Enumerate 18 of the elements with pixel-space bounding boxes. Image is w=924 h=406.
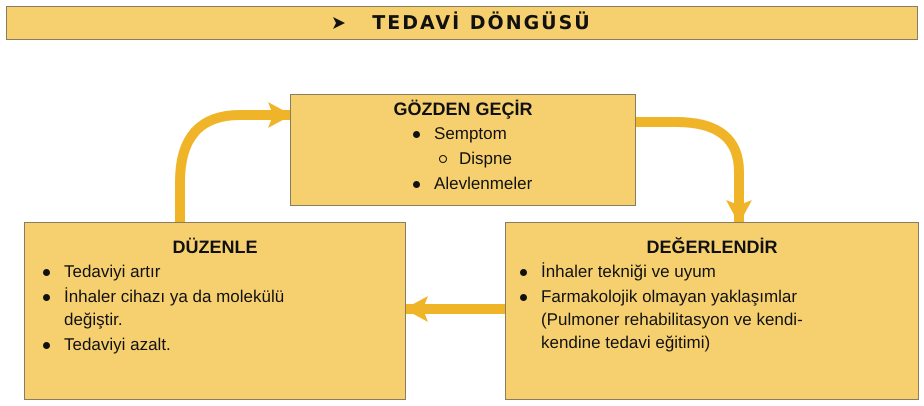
title: TEDAVİ DÖNGÜSÜ bbox=[372, 12, 592, 34]
arrow bbox=[636, 117, 752, 224]
list-item: Farmakolojik olmayan yaklaşımlar (Pulmoner rehabilitasyon ve kendi-kendine tedavi eğitimi) bbox=[541, 286, 804, 354]
list-item: Tedaviyi artır bbox=[64, 261, 160, 283]
arrow bbox=[175, 102, 292, 222]
process-box bbox=[24, 222, 406, 400]
box-heading: DEĞERLENDİR bbox=[645, 237, 778, 258]
process-box bbox=[290, 94, 636, 206]
list-item: İnhaler tekniği ve uyum bbox=[541, 261, 716, 283]
box-heading: GÖZDEN GEÇİR bbox=[392, 99, 534, 120]
arrow bbox=[404, 296, 505, 322]
list-item: İnhaler cihazı ya da molekülü değiştir. bbox=[64, 286, 286, 331]
list-item: Semptom bbox=[434, 123, 507, 145]
process-box bbox=[505, 222, 919, 400]
list-item: Alevlenmeler bbox=[434, 173, 532, 195]
list-item: Tedaviyi azalt. bbox=[64, 334, 171, 356]
list-item: Dispne bbox=[459, 148, 512, 170]
box-heading: DÜZENLE bbox=[172, 237, 258, 258]
